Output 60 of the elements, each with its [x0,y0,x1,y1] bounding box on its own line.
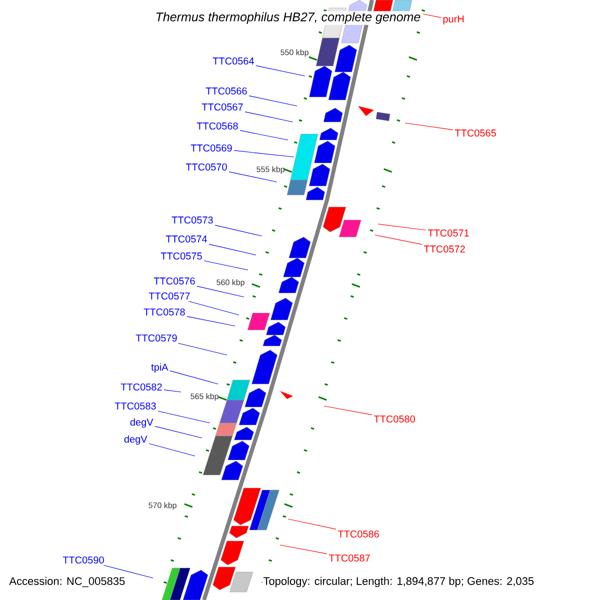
gene-label: tpiA [151,363,168,373]
gene-label: TTC0583 [114,402,156,410]
gene-label: TTC0564 [212,57,254,65]
gene-label: purH [443,16,464,24]
leader-line [374,234,422,245]
gene-label: TTC0570 [186,163,227,171]
footer-text: Accession: NC_005835 [8,576,126,588]
leader-line [170,370,218,384]
gene-label: TTC0590 [62,556,104,564]
scale-label: 560 kbp [216,279,244,287]
leader-line [154,426,202,438]
gene-label: TTC0575 [160,252,202,260]
gene-label: degV [130,418,154,428]
gene-label: TTC0579 [136,334,177,342]
leader-line [404,122,454,130]
leader-line [228,172,278,182]
gene-label: TTC0577 [148,292,190,300]
leader-line [103,564,154,578]
leader-line [234,150,294,158]
leader-line [164,390,182,392]
scale-label: 570 kbp [148,502,176,510]
footer-text: Topology: circular; Length: 1,894,877 bp; Genes: 2,035 [262,576,536,588]
leader-line [214,224,262,236]
gene-label: TTC0572 [424,245,465,253]
leader-line [422,14,442,18]
leader-line [240,130,288,140]
gene-label: TTC0582 [120,383,162,391]
gene-label: TTC0587 [328,554,370,562]
gene-label: TTC0586 [338,530,379,538]
leader-line [148,443,196,456]
leader-line [288,518,336,530]
leader-line [378,224,426,230]
leader-line [158,410,210,424]
gene-label: TTC0573 [172,216,213,224]
scale-label: 565 kbp [190,393,218,401]
gene-label: TTC0568 [196,122,238,130]
leader-line [248,96,298,106]
gene-label: TTC0565 [454,129,496,137]
gene-label: TTC0567 [202,103,243,111]
leader-line [204,260,248,270]
leader-line [256,65,306,76]
leader-line [208,244,256,256]
leader-line [196,286,244,298]
gene-label: TTC0574 [166,235,207,243]
leader-line [324,406,372,416]
leader-line [188,300,240,316]
scale-label: 555 kbp [256,166,284,174]
leader-line [186,316,236,326]
gene-label: TTC0578 [144,308,185,316]
leader-line [178,342,228,356]
gene-label: TTC0566 [206,87,247,95]
scale-label: 550 kbp [280,49,308,57]
leader-line [244,112,294,122]
title: Thermus thermophilus HB27, complete genome [154,11,422,25]
gene-label: TTC0571 [428,229,469,237]
gene-label: TTC0580 [374,415,415,423]
leader-line [280,544,328,554]
gene-label: TTC0576 [154,277,195,285]
gene-label: degV [124,435,148,445]
gene-label: TTC0569 [190,144,232,152]
